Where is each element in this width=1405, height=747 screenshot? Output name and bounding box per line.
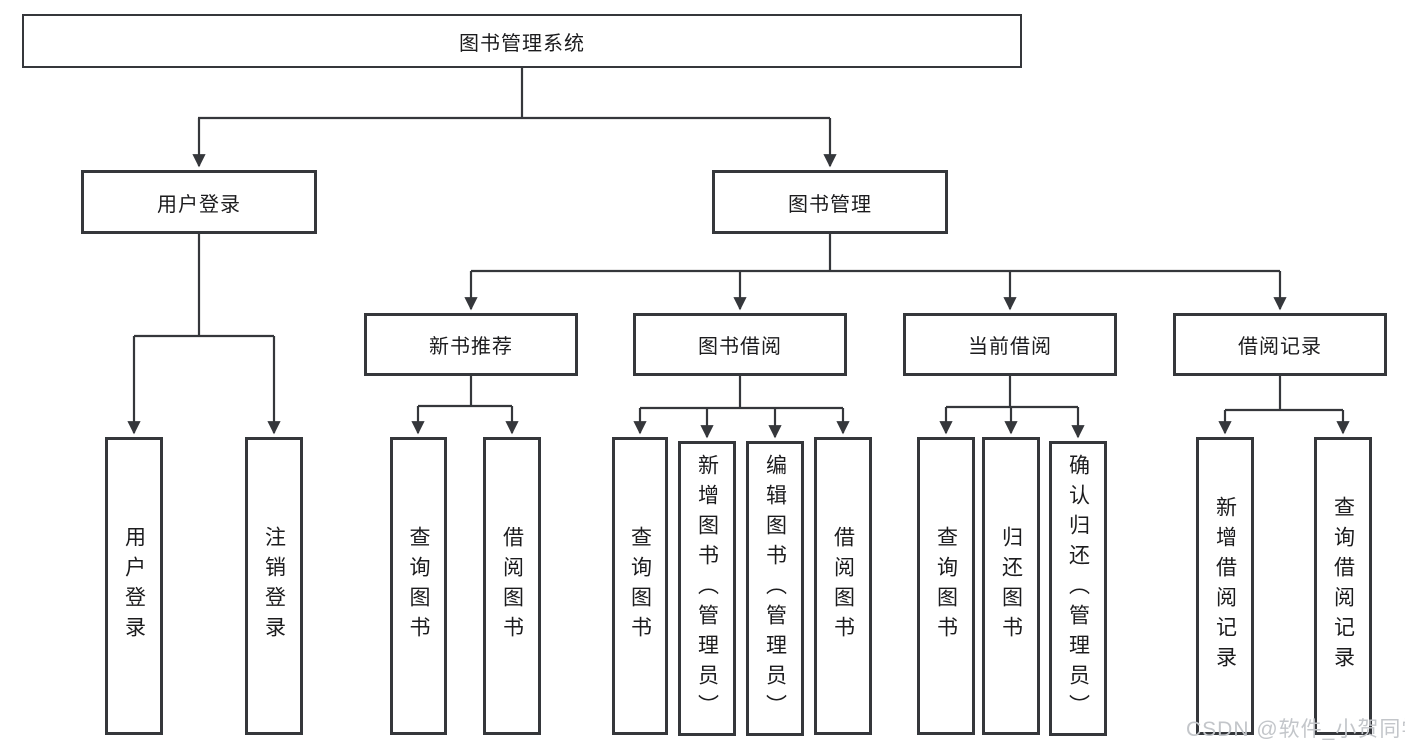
leaf-borrow-books: 借阅图书 — [814, 437, 872, 735]
node-borrowing-records: 借阅记录 — [1173, 313, 1387, 376]
node-label: 确认归还（管理员） — [1066, 453, 1090, 724]
leaf-return-books: 归还图书 — [982, 437, 1040, 735]
node-label: 查询借阅记录 — [1331, 496, 1355, 676]
leaf-logout: 注销登录 — [245, 437, 303, 735]
node-label: 用户登录 — [157, 193, 241, 216]
leaf-add-book-admin: 新增图书（管理员） — [678, 441, 736, 736]
node-label: 图书管理系统 — [459, 32, 585, 55]
node-label: 借阅图书 — [831, 526, 855, 646]
leaf-confirm-return-admin: 确认归还（管理员） — [1049, 441, 1107, 736]
connector-trunk — [134, 68, 1343, 412]
node-label: 归还图书 — [999, 526, 1023, 646]
node-label: 编辑图书（管理员） — [763, 453, 787, 724]
node-book-management: 图书管理 — [712, 170, 948, 234]
leaf-query-books-current: 查询图书 — [917, 437, 975, 735]
node-label: 新书推荐 — [429, 336, 513, 358]
node-label: 图书管理 — [788, 193, 872, 216]
node-current-borrowing: 当前借阅 — [903, 313, 1117, 376]
node-book-borrowing: 图书借阅 — [633, 313, 847, 376]
leaf-user-login: 用户登录 — [105, 437, 163, 735]
node-label: 查询图书 — [934, 526, 958, 646]
leaf-add-borrow-record: 新增借阅记录 — [1196, 437, 1254, 735]
node-label: 借阅记录 — [1238, 336, 1322, 358]
node-label: 查询图书 — [628, 526, 652, 646]
leaf-edit-book-admin: 编辑图书（管理员） — [746, 441, 804, 736]
leaf-query-books-recommend: 查询图书 — [390, 437, 447, 735]
leaf-query-borrow-record: 查询借阅记录 — [1314, 437, 1372, 735]
leaf-query-books-borrow: 查询图书 — [612, 437, 668, 735]
node-label: 借阅图书 — [500, 526, 524, 646]
node-label: 当前借阅 — [968, 336, 1052, 358]
node-label: 新增借阅记录 — [1213, 496, 1237, 676]
node-label: 查询图书 — [407, 526, 430, 646]
node-label: 注销登录 — [262, 526, 286, 646]
node-library-management-system: 图书管理系统 — [22, 14, 1022, 68]
watermark: CSDN @软件_小贺同学 — [1186, 718, 1405, 741]
leaf-borrow-books-recommend: 借阅图书 — [483, 437, 541, 735]
node-user-login: 用户登录 — [81, 170, 317, 234]
node-label: 用户登录 — [122, 526, 146, 646]
node-label: 图书借阅 — [698, 336, 782, 358]
node-new-book-recommendation: 新书推荐 — [364, 313, 578, 376]
node-label: 新增图书（管理员） — [695, 453, 719, 724]
